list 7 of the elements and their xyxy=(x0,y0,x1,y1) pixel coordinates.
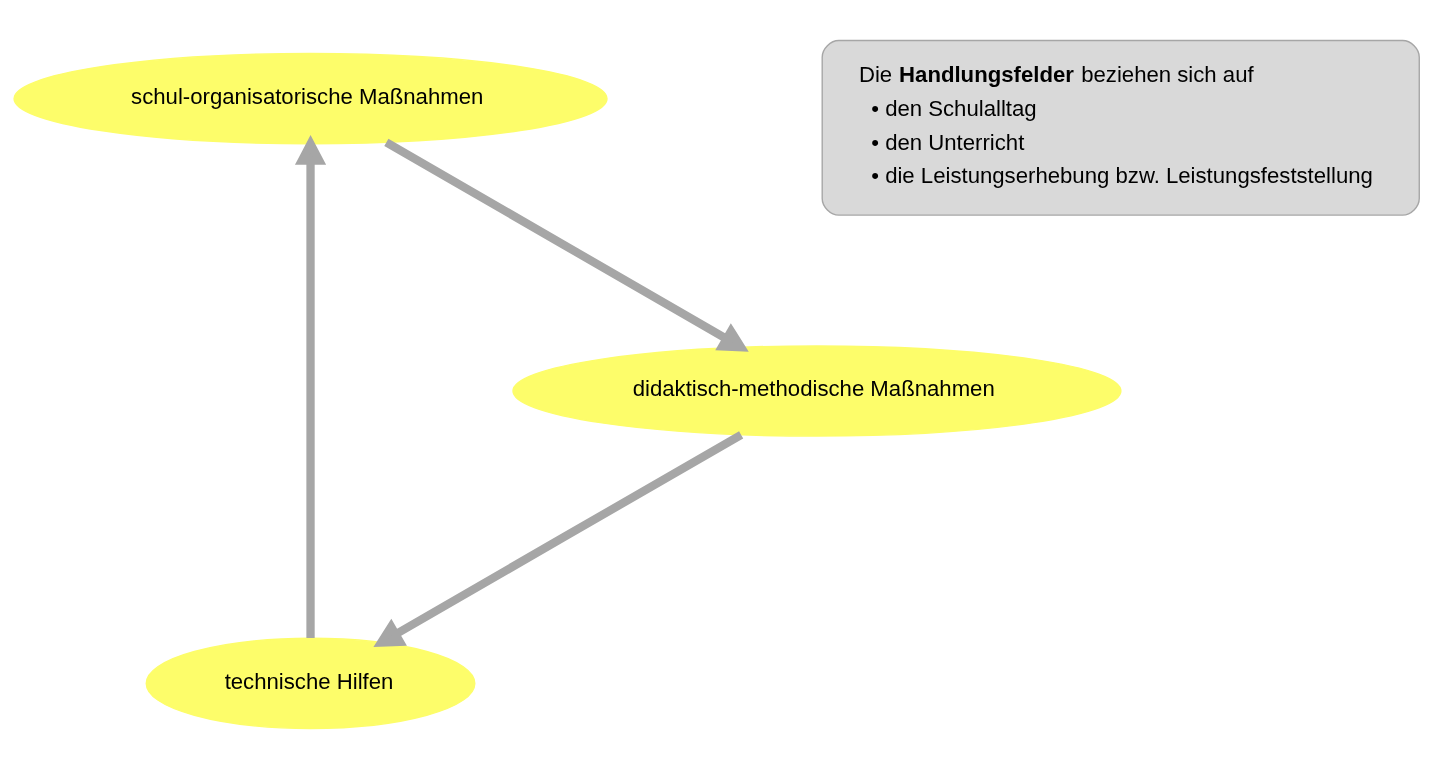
arrow xyxy=(294,134,327,638)
arrow xyxy=(384,138,749,352)
arrow xyxy=(373,430,744,647)
node-box: Die Handlungsfelder beziehen sich auf • den Schulalltag • den Unterricht • die Leistungserhebung bzw. Leistungsfeststellung xyxy=(821,39,1420,216)
node-ellipse: didaktisch-methodische Maßnahmen xyxy=(512,344,1122,437)
node-ellipse: technische Hilfen xyxy=(145,637,476,729)
node-ellipse: schul-organisatorische Maßnahmen xyxy=(13,52,608,144)
